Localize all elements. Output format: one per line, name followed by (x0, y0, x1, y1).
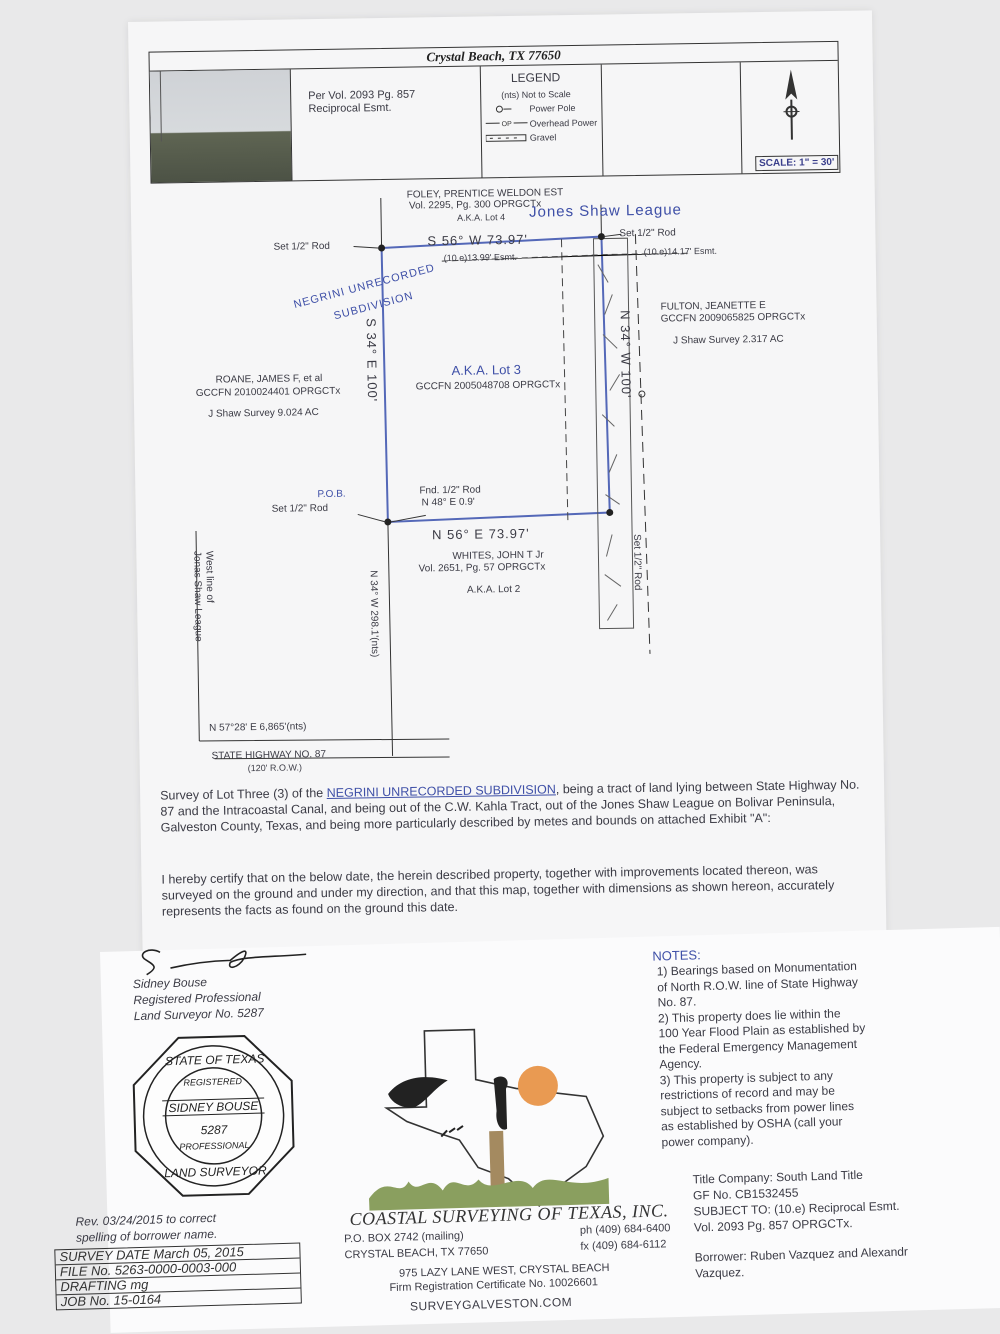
pelican-flying-icon (388, 1077, 448, 1108)
league-label: Jones Shaw League (528, 201, 683, 221)
power-pole-icon (495, 105, 512, 113)
surveyor-title-2: Land Surveyor No. 5287 (133, 1005, 265, 1024)
north-bearing: S 56° W 73.97' (427, 231, 529, 249)
west-line-1: West line of (203, 550, 216, 603)
legend-gravel: Gravel (529, 132, 557, 143)
foley-vol: Vol. 2295, Pg. 300 OPRGCTx (408, 198, 542, 212)
corner-se (606, 508, 614, 516)
hwy-bearing: N 57°28' E 6,865'(nts) (209, 721, 307, 734)
set-rod-se: Set 1/2" Rod (631, 533, 643, 591)
seal-registered: REGISTERED (183, 1076, 243, 1088)
surveyor-name: Sidney Bouse (132, 975, 208, 992)
overhead-power-icon: OP (485, 121, 528, 128)
east-bearing: N 34° W 100' (617, 310, 634, 399)
ref-line-2: Reciprocal Esmt. (308, 101, 392, 116)
subdivision-name: NEGRINI UNRECORDED SUBDIVISION (326, 782, 556, 800)
fnd-rod-bearing: N 48° E 0.9' (421, 496, 475, 509)
roane-acres: J Shaw Survey 9.024 AC (208, 407, 319, 420)
legend-overhead-power: Overhead Power (529, 117, 598, 129)
lot3-gccfn: GCCFN 2005048708 OPRGCTx (415, 379, 561, 393)
pole-line-icon (159, 71, 162, 142)
header-block: Crystal Beach, TX 77650 Per Vol. 2093 Pg… (148, 40, 841, 184)
west-bearing: S 34° E 100' (363, 318, 381, 403)
seal-state: STATE OF TEXAS (164, 1051, 265, 1069)
tie-bearing: N 34° W 298.1'(nts) (367, 570, 381, 658)
legend-power-pole: Power Pole (529, 102, 576, 114)
set-rod-ne: Set 1/2" Rod (619, 227, 676, 240)
whites-name: WHITES, JOHN T Jr (452, 549, 544, 562)
set-rod-nw: Set 1/2" Rod (273, 240, 331, 253)
survey-title-block: SURVEY DATE March 05, 2015 FILE No. 5263… (54, 1242, 302, 1311)
fulton-acres: J Shaw Survey 2.317 AC (672, 333, 784, 347)
notes-title: NOTES: (652, 947, 701, 964)
survey-description: Survey of Lot Three (3) of the NEGRINI U… (160, 777, 860, 835)
survey-sheet-top: Crystal Beach, TX 77650 Per Vol. 2093 Pg… (128, 10, 887, 962)
pob-label: P.O.B. (317, 488, 346, 501)
seal-name: SIDNEY BOUSE (162, 1097, 265, 1117)
certification-text: I hereby certify that on the below date,… (161, 862, 835, 919)
whites-lot: A.K.A. Lot 2 (466, 583, 521, 596)
revision-line-2: spelling of borrower name. (75, 1226, 218, 1245)
surveyor-signature (141, 949, 307, 976)
corner-sw (384, 518, 392, 526)
roane-name: ROANE, JAMES F, et al (215, 372, 323, 386)
birds-icon (440, 1125, 464, 1138)
notes-list: 1) Bearings based on Monumentation of No… (657, 959, 869, 1151)
grass-icon (368, 1177, 610, 1211)
revision-line-1: Rev. 03/24/2015 to correct (75, 1210, 217, 1229)
surveyor-seal: STATE OF TEXAS REGISTERED SIDNEY BOUSE 5… (126, 1029, 301, 1204)
plat-drawing (195, 198, 692, 760)
fulton-name: FULTON, JEANETTE E (660, 300, 766, 313)
set-rod-sw: Set 1/2" Rod (271, 502, 329, 515)
scale-label: SCALE: 1" = 30' (754, 154, 839, 172)
company-website: SURVEYGALVESTON.COM (409, 1294, 573, 1314)
legend-nts: (nts) Not to Scale (501, 89, 571, 101)
company-po-box: P.O. BOX 2742 (mailing) (343, 1229, 464, 1246)
highway-name: STATE HIGHWAY NO. 87 (211, 748, 327, 762)
foley-lot: A.K.A. Lot 4 (457, 212, 506, 223)
company-phone: ph (409) 684-6400 (579, 1222, 671, 1237)
sun-icon (517, 1065, 558, 1106)
svg-text:OP: OP (502, 121, 513, 128)
lot3-label: A.K.A. Lot 3 (451, 361, 521, 378)
legend-title: LEGEND (510, 70, 561, 85)
piling-icon (489, 1130, 505, 1192)
company-fax: fx (409) 684-6112 (580, 1238, 667, 1253)
legend: LEGEND (nts) Not to Scale Power Pole OP … (479, 64, 604, 178)
fulton-gccfn: GCCFN 2009065825 OPRGCTx (660, 311, 806, 325)
seal-number: 5287 (200, 1122, 228, 1138)
fnd-rod: Fnd. 1/2" Rod (419, 484, 481, 497)
corner-ne (597, 233, 605, 241)
gravel-strip (592, 237, 635, 630)
title-info: Title Company: South Land Title GF No. C… (692, 1166, 908, 1282)
company-city: CRYSTAL BEACH, TX 77650 (344, 1245, 489, 1262)
corner-nw (378, 244, 386, 252)
seal-land-surveyor: LAND SURVEYOR (164, 1163, 267, 1181)
north-arrow-icon (783, 69, 800, 140)
survey-sheet-bottom: Sidney Bouse Registered Professional Lan… (54, 926, 1000, 1333)
gravel-icon (485, 134, 527, 142)
whites-vol: Vol. 2651, Pg. 57 OPRGCTx (418, 561, 546, 575)
roane-gccfn: GCCFN 2010024401 OPRGCTx (195, 385, 341, 399)
highway-row: (120' R.O.W.) (247, 762, 303, 774)
pelican-perched-icon (493, 1076, 508, 1130)
esmt-left: (10.e)13.99' Esmt. (443, 251, 518, 264)
esmt-right: (10.e)14.17' Esmt. (643, 245, 718, 257)
ref-line-1: Per Vol. 2093 Pg. 857 (308, 88, 416, 103)
south-bearing: N 56° E 73.97' (431, 525, 530, 543)
surveyor-title-1: Registered Professional (133, 989, 261, 1008)
property-photo (149, 69, 293, 183)
west-line-2: Jonas Shaw League (191, 550, 204, 642)
north-arrow-box: SCALE: 1" = 30' (739, 60, 841, 174)
power-pole-icon (638, 390, 646, 398)
company-logo (368, 1028, 610, 1211)
